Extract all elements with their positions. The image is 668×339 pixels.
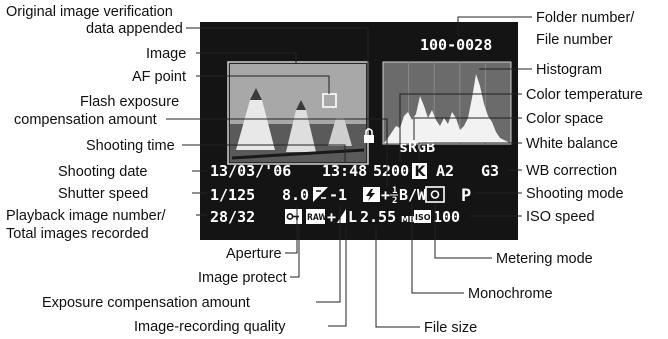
callout-file-size: File size [424,320,477,336]
callout-iso-speed: ISO speed [526,209,595,225]
callout-image-protect: Image protect [198,270,287,286]
leader-image-protect [290,226,300,278]
callout-exposure-comp: Exposure compensation amount [42,295,250,311]
verification-lock-icon [364,128,374,143]
histogram [382,61,512,145]
callout-histogram: Histogram [536,62,602,78]
leader-white-balance [418,142,522,162]
callout-folder-number-2: File number [536,32,613,48]
aperture-value: 8.0 [282,186,309,204]
callout-color-temperature: Color temperature [526,87,643,103]
callout-color-space: Color space [526,111,603,127]
white-balance-badge [412,163,427,179]
callout-shooting-mode: Shooting mode [526,186,624,202]
leader-color-temperature [399,93,522,162]
leader-af-point [196,75,330,94]
callout-playback-number-1: Playback image number/ [6,208,167,224]
flash-comp-half-numerator: 1 [392,186,397,196]
leader-exposure-comp [316,206,341,303]
leader-original-verification [186,27,369,128]
flash-comp-icon [363,187,380,202]
iso-speed-value: 100 [433,208,460,226]
image-thumbnail [227,61,369,165]
playback-number-value: 28/32 [210,208,255,226]
folder-file-number: 100-0028 [420,36,492,54]
leader-monochrome [411,203,464,294]
exposure-comp-value: -1 [329,186,347,204]
shooting-time-value: 13:48 [322,162,367,180]
raw-quality-badge-text: RAW [307,213,327,223]
callout-wb-correction: WB correction [526,163,617,179]
callout-af-point: AF point [132,69,186,85]
file-size-value: 2.55 [360,208,396,226]
wb-shift-value-2: G3 [481,162,499,180]
callout-monochrome: Monochrome [468,286,553,302]
shutter-speed-value: 1/125 [210,186,255,204]
metering-mode-icon [425,186,445,203]
file-size-unit: MB [401,215,415,224]
callout-aperture: Aperture [226,246,282,262]
callout-white-balance: White balance [526,136,618,152]
leader-flash-comp [166,118,388,187]
exposure-comp-icon [313,187,328,202]
callout-original-verification-1: Original image verification [6,4,173,20]
iso-badge [414,210,431,223]
leader-color-space [413,117,522,140]
callout-original-verification-2: data appended [86,21,183,37]
leader-shooting-time [182,144,346,162]
monochrome-value: B/W [399,186,427,204]
raw-quality-badge [306,209,325,224]
quality-jpeg-icon [337,209,346,223]
shooting-date-value: 13/03/'06 [210,162,291,180]
white-balance-badge-text: K [415,164,427,180]
leader-aperture [285,206,298,254]
callout-playback-number-2: Total images recorded [6,226,149,242]
callout-image: Image [146,46,186,62]
color-space-value: sRGB [399,138,435,156]
leader-file-size [375,226,420,328]
quality-size-letter: L [348,208,357,226]
color-temperature-value: 5200 [373,162,409,180]
callout-shooting-date: Shooting date [58,164,148,180]
flash-comp-half-denominator: 2 [392,196,397,206]
quality-plus: + [327,208,336,226]
iso-badge-text: ISO [415,213,431,222]
callout-shutter-speed: Shutter speed [58,186,148,202]
flash-comp-sign: + [381,186,390,204]
callout-recording-quality: Image-recording quality [134,319,286,335]
callout-shooting-time: Shooting time [86,138,175,154]
callout-flash-comp-2: compensation amount [14,112,157,128]
leader-image [196,52,297,64]
leader-folder-number [457,16,532,36]
image-protect-icon [285,209,302,224]
leader-recording-quality [328,226,347,327]
callout-metering-mode: Metering mode [496,251,593,267]
callout-folder-number-1: Folder number/ [536,10,635,26]
wb-shift-value: A2 [436,162,454,180]
callout-flash-comp-1: Flash exposure [80,94,179,110]
leader-metering-mode [434,203,492,259]
shooting-mode-value: P [461,186,471,206]
